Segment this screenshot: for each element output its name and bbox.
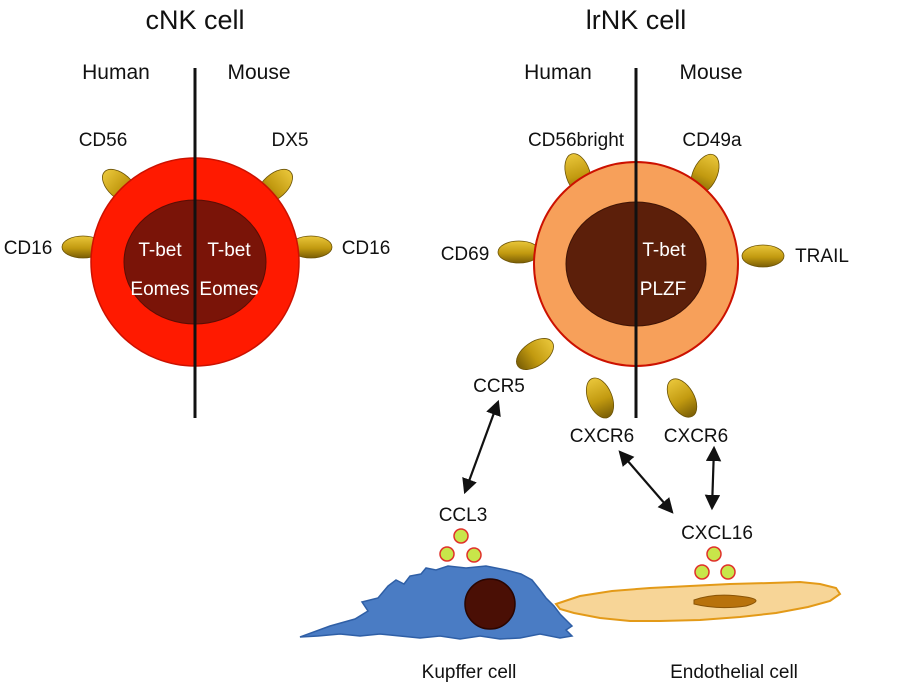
- cxcl16-molecule-icon: [706, 546, 722, 562]
- lrnk-mouse-inner-2: PLZF: [640, 279, 686, 300]
- ccl3-molecule-icon: [466, 547, 482, 563]
- cnk-mouse-label: Mouse: [227, 61, 290, 84]
- ccl3-label: CCL3: [439, 505, 488, 526]
- lrnk-human-label: Human: [524, 61, 592, 84]
- lrnk-cxcr6-mouse-label: CXCR6: [664, 426, 728, 447]
- cnk-human-inner-1: T-bet: [138, 240, 182, 261]
- cxcl16-label: CXCL16: [681, 523, 753, 544]
- interaction-arrows: [462, 399, 722, 514]
- lrnk-cxcr6-human-receptor-icon: [585, 377, 615, 419]
- endothelial-nucleus: [693, 594, 757, 609]
- endothelial-cell-label: Endothelial cell: [670, 662, 798, 683]
- lrnk-cell-panel: lrNK cell Human Mouse T-bet PLZF CD56bri…: [441, 5, 849, 447]
- lrnk-cxcr6-human-label: CXCR6: [570, 426, 634, 447]
- cnk-cd16-human-label: CD16: [4, 238, 53, 259]
- lrnk-mouse-inner-1: T-bet: [642, 240, 686, 261]
- cnk-dx5-label: DX5: [272, 130, 309, 151]
- lrnk-cd69-label: CD69: [441, 244, 490, 265]
- lrnk-ccr5-receptor-icon: [516, 338, 554, 370]
- ccl3-molecule-icon: [453, 528, 469, 544]
- cnk-cell-panel: cNK cell Human Mouse T-bet Eomes T-bet E…: [4, 5, 391, 418]
- lrnk-cxcr6-mouse-receptor-icon: [666, 378, 698, 418]
- cnk-mouse-inner-1: T-bet: [207, 240, 251, 261]
- kupffer-cell: Kupffer cell: [299, 565, 574, 683]
- cnk-cd16-mouse-label: CD16: [342, 238, 391, 259]
- lrnk-cd56bright-label: CD56bright: [528, 130, 625, 151]
- cxcr6-human-cxcl16-arrow: [618, 450, 674, 514]
- lrnk-mouse-label: Mouse: [679, 61, 742, 84]
- chemokines: CCL3 CXCL16: [439, 505, 753, 580]
- cnk-human-inner-2: Eomes: [130, 279, 189, 300]
- endothelial-cell: Endothelial cell: [554, 580, 842, 683]
- lrnk-ccr5-label: CCR5: [473, 376, 525, 397]
- cxcl16-molecule-icon: [694, 564, 710, 580]
- cxcl16-molecule-icon: [720, 564, 736, 580]
- ccr5-ccl3-arrow: [462, 399, 501, 495]
- lrnk-title: lrNK cell: [586, 5, 687, 35]
- cnk-cd56-label: CD56: [79, 130, 128, 151]
- ccl3-molecule-icon: [439, 546, 455, 562]
- kupffer-cell-body: [299, 565, 574, 640]
- lrnk-cd49a-label: CD49a: [682, 130, 742, 151]
- cnk-mouse-inner-2: Eomes: [199, 279, 258, 300]
- kupffer-nucleus: [464, 578, 516, 630]
- lrnk-trail-receptor-icon: [741, 244, 785, 268]
- kupffer-cell-label: Kupffer cell: [422, 662, 517, 683]
- cnk-title: cNK cell: [145, 5, 244, 35]
- cxcr6-mouse-cxcl16-arrow: [704, 445, 722, 511]
- cnk-human-label: Human: [82, 61, 150, 84]
- lrnk-trail-label: TRAIL: [795, 246, 849, 267]
